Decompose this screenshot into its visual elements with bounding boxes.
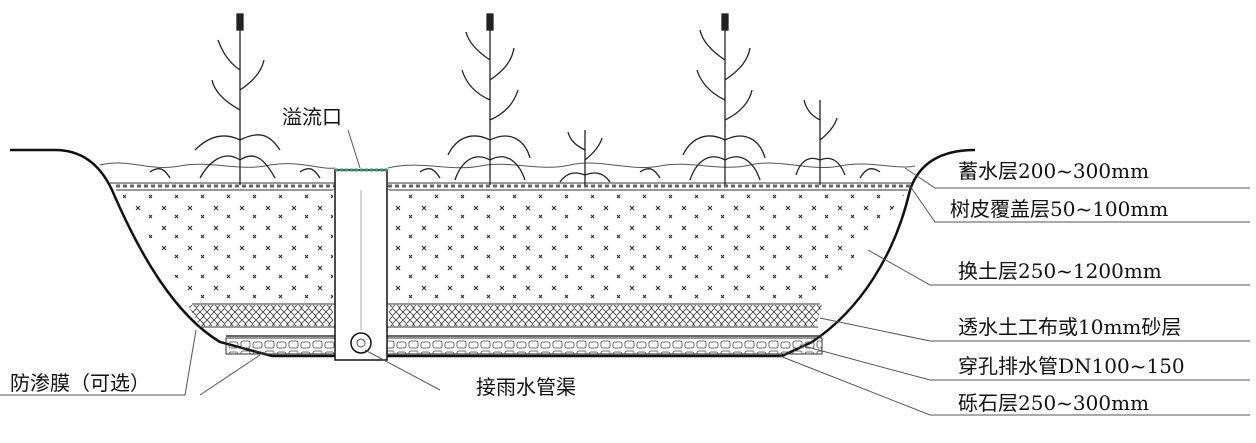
plant-group	[149, 13, 881, 185]
perforated-pipe	[350, 332, 372, 354]
water-surface	[99, 162, 916, 169]
geotextile-layer	[188, 305, 822, 326]
gravel-layer	[225, 335, 823, 355]
mulch-layer-label: 树皮覆盖层50~100mm	[950, 197, 1169, 221]
rain-channel-label: 接雨水管渠	[476, 375, 576, 399]
perforated-pipe-label: 穿孔排水管DN100~150	[958, 354, 1185, 378]
basin-outline	[10, 148, 976, 358]
geotextile-layer-label: 透水土工布或10mm砂层	[958, 315, 1182, 339]
leader-lines	[0, 129, 1250, 416]
soil-layer-label: 换土层250~1200mm	[958, 259, 1162, 283]
storage-layer-label: 蓄水层200~300mm	[958, 159, 1150, 183]
small-plant	[559, 130, 611, 185]
mulch-layer	[110, 182, 912, 191]
ground-shrubs	[149, 168, 881, 179]
overflow-riser	[334, 168, 388, 361]
reed-plant	[194, 13, 281, 185]
reed-plant	[447, 13, 531, 185]
small-plant	[795, 99, 846, 185]
membrane-label: 防渗膜（可选）	[10, 371, 150, 395]
reed-plant	[682, 13, 766, 185]
gravel-layer-label: 砾石层250~300mm	[958, 391, 1150, 415]
overflow-label: 溢流口	[282, 105, 342, 129]
soil-layer	[118, 190, 908, 303]
